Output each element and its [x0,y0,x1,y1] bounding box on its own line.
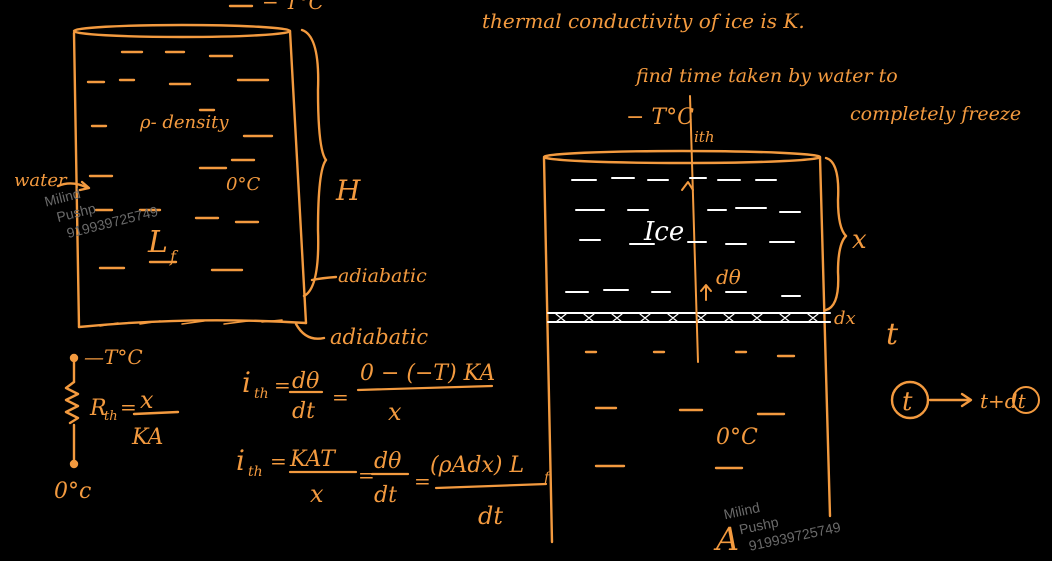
resistor-labels: —T°C R th = x KA 0°c [54,345,163,504]
right-container-drawing [542,95,1040,544]
right-container-labels: thermal conductivity of ice is K. find t… [482,9,1027,558]
circuit-top-temp: —T°C [84,345,143,369]
eq2-mid-den: x [310,480,324,508]
time-end: t+dt [980,389,1027,413]
right-zero-temp: 0°C [716,425,758,450]
x-thickness-label: x [852,225,867,255]
eq2-rhs-den: dt [478,502,503,530]
eq2-eq-a: = [270,449,287,473]
problem-statement-2: find time taken by water to [634,65,898,87]
equation-text: i th = dθ dt = 0 − (−T) KA x i th = KAT … [236,361,552,530]
eq2-eq-c: = [414,469,431,493]
ice-label: Ice [643,217,684,247]
eq1-eq-b: = [332,385,349,409]
eq1-eq-a: = [274,373,291,397]
left-zero-temp: 0°C [226,174,260,195]
left-container-labels: − T°C ρ- density water 0°C L f H adiabat… [14,0,428,349]
eq2-eq-b: = [358,463,375,487]
eq2-lhs-sub: th [248,464,263,480]
watermark-right-line1: Milind [722,499,761,522]
adiabatic-side-label: adiabatic [338,265,427,287]
resistance-r: R [89,396,107,421]
latent-heat-label: L [147,225,168,260]
density-label: ρ- density [139,112,229,133]
resistor-drawing [64,353,180,469]
dtheta-label: dθ [716,265,741,289]
resistance-numerator: x [140,386,154,414]
time-label: t [886,317,899,352]
eq2-rhs-sub: f [543,470,552,486]
dx-label: dx [834,308,856,329]
problem-statement-3: completely freeze [850,103,1021,125]
eq1-frac-den: dt [292,399,315,424]
eq2-frac-den: dt [374,483,397,508]
eq1-lhs-sub: th [254,386,269,402]
circuit-bottom-temp: 0°c [54,479,91,504]
eq1-rhs-num: 0 − (−T) KA [360,361,495,386]
latent-heat-sub: f [169,247,179,266]
eq2-lhs: i [236,444,245,477]
resistance-sub: th [104,409,118,424]
left-top-temp: − T°C [262,0,324,14]
ith-label: ith [694,128,715,146]
eq2-rhs-num: (ρAdx) L [430,453,524,478]
adiabatic-bottom-label: adiabatic [330,325,428,349]
right-top-temp: − T°C [626,105,694,130]
equation-lines [288,384,548,490]
area-label: A [713,520,739,558]
height-label: H [335,174,361,207]
left-container-drawing [56,4,338,340]
problem-statement-1: thermal conductivity of ice is K. [482,9,805,33]
eq2-mid-num: KAT [289,447,337,472]
resistance-denominator: KA [131,425,163,450]
resistance-equals: = [120,395,137,419]
eq1-frac-num: dθ [292,369,319,394]
water-label: water [14,170,68,191]
eq1-lhs: i [242,366,251,399]
time-start: t [902,387,913,417]
eq2-frac-num: dθ [374,449,401,474]
eq1-rhs-den: x [388,398,402,426]
